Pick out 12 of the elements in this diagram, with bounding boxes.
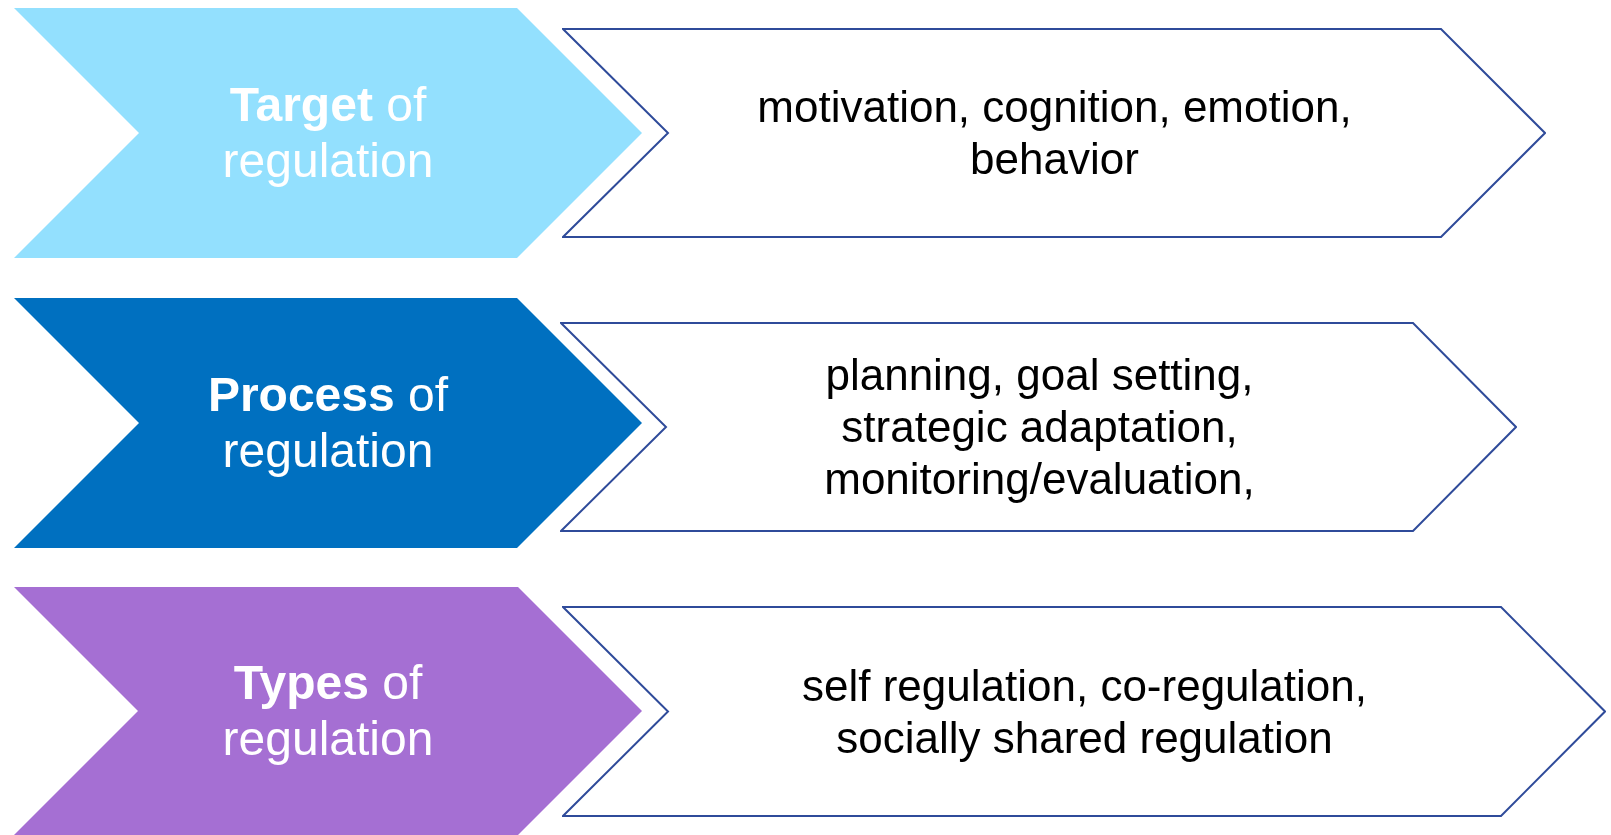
chevron-shape [560, 322, 1517, 532]
chevron-label: Target of regulation [221, 77, 435, 189]
chevron-label: Types of regulation [221, 655, 435, 767]
chevron-shape [14, 298, 642, 548]
chevron-shape [562, 28, 1546, 238]
chevron-label: self regulation, co-regulation, socially shared regulation [801, 659, 1368, 764]
chevron-shape [562, 606, 1606, 817]
chevron-label: motivation, cognition, emotion, behavior [756, 81, 1353, 185]
chevron-shape [14, 8, 642, 258]
chevron-label: Process of regulation [206, 367, 450, 479]
chevron-label: planning, goal setting, strategic adaptation, monitoring/evaluation, [823, 349, 1256, 505]
chevron-shape [14, 587, 642, 835]
